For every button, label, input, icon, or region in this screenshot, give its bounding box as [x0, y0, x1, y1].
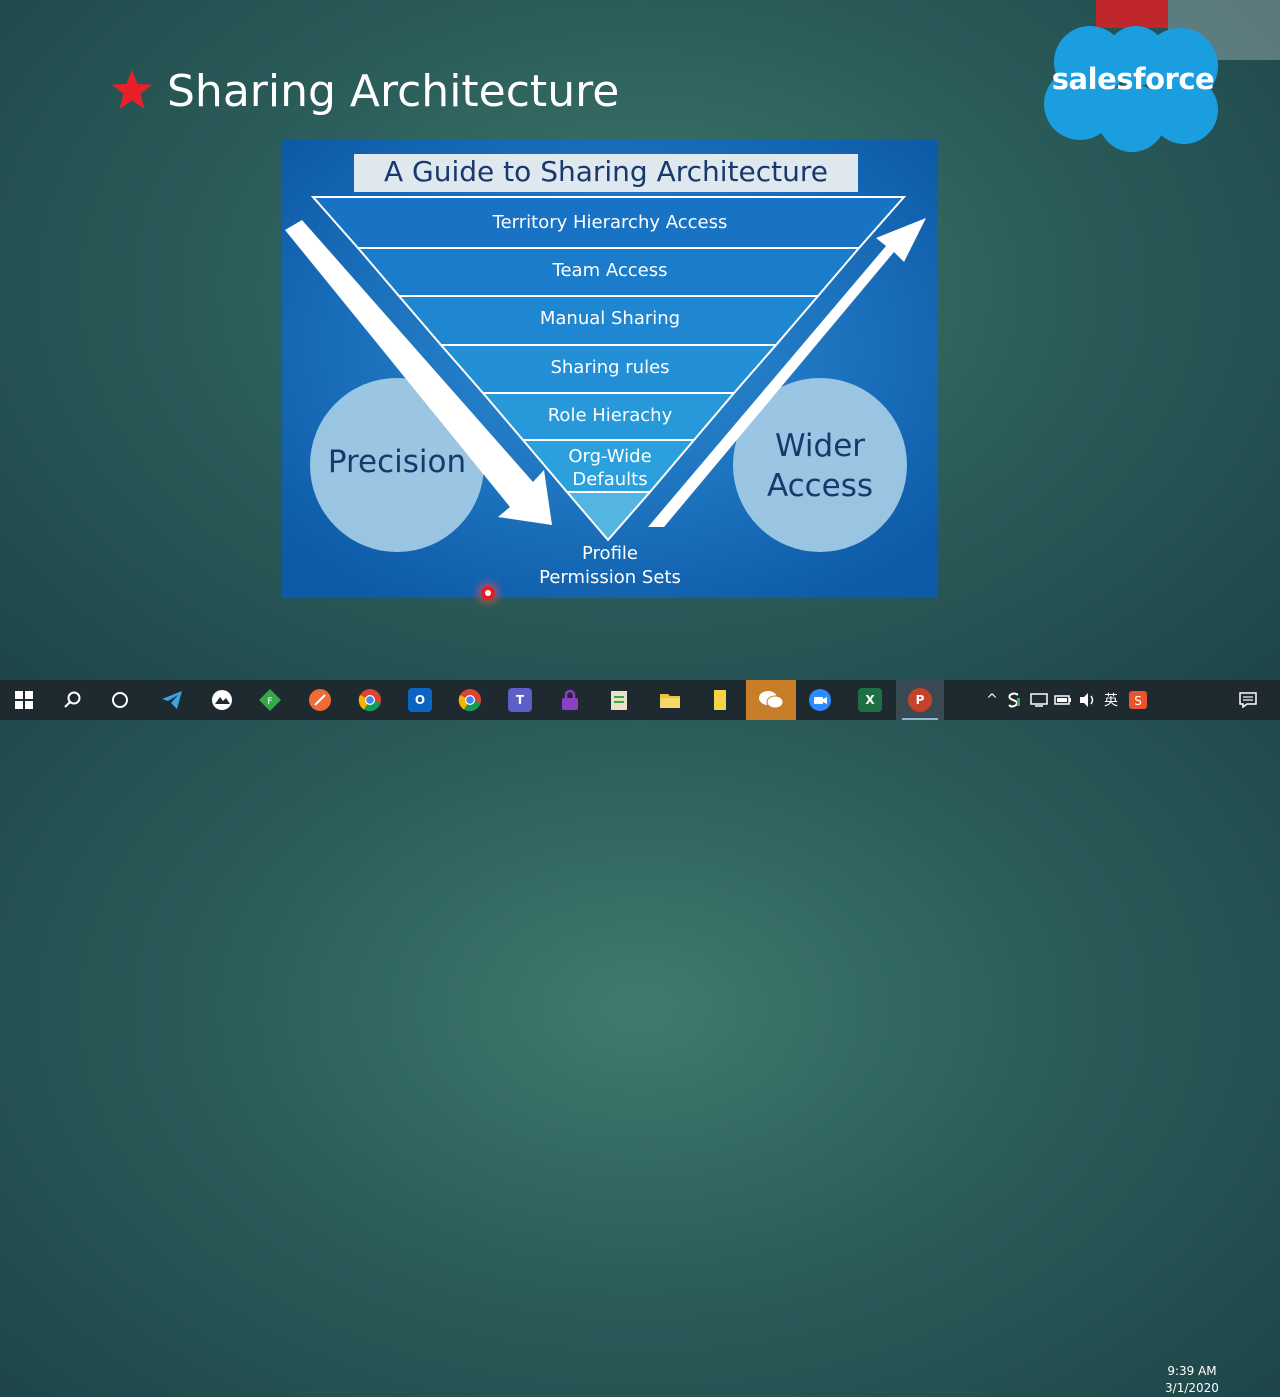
- taskbar-outlook[interactable]: O: [396, 680, 444, 720]
- tray-show-hidden-button[interactable]: ^: [982, 680, 1002, 720]
- layer-shape-tip: [564, 491, 653, 542]
- teams-icon: T: [508, 688, 532, 712]
- tray-s-icon: [1008, 692, 1020, 708]
- layer-role-hierachy: Role Hierachy: [547, 405, 673, 426]
- sogou-input-icon: S: [1129, 691, 1147, 709]
- chevron-up-icon: ^: [986, 692, 998, 708]
- tray-input-method-button[interactable]: 英: [1100, 680, 1122, 720]
- start-icon: [15, 691, 33, 709]
- purple-lock-app-icon: [562, 689, 578, 710]
- wider-access-circle: [733, 378, 907, 552]
- taskbar-zoom[interactable]: [796, 680, 844, 720]
- presentation-slide: Sharing Architecture salesforce: [0, 0, 1280, 680]
- right-up-arrow: [648, 218, 926, 527]
- pointer-highlight: [481, 586, 495, 600]
- layer-manual-sharing: Manual Sharing: [539, 308, 681, 329]
- layer-territory-hierarchy-access: Territory Hierarchy Access: [492, 212, 728, 233]
- chrome-icon: [358, 689, 381, 712]
- cortana-button[interactable]: [96, 680, 144, 720]
- search-button[interactable]: [48, 680, 96, 720]
- layer-org-wide-line1: Org-Wide: [568, 446, 652, 467]
- diagram-heading: A Guide to Sharing Architecture: [384, 155, 828, 188]
- taskbar-notepad-app[interactable]: [596, 680, 644, 720]
- telegram-icon: [162, 691, 182, 709]
- taskbar-telegram[interactable]: [148, 680, 196, 720]
- clock-time: 9:39 AM: [1167, 1364, 1217, 1378]
- tray-network-button[interactable]: [1028, 680, 1050, 720]
- camera-app-icon: [212, 690, 232, 710]
- tray-battery-button[interactable]: [1052, 680, 1074, 720]
- taskbar-chrome[interactable]: [346, 680, 394, 720]
- green-diamond-app-icon: F: [259, 689, 281, 711]
- wechat-icon: [759, 691, 784, 709]
- active-app-indicator: [902, 718, 938, 720]
- powerpoint-icon: P: [908, 688, 932, 712]
- taskbar-wechat[interactable]: [746, 680, 796, 720]
- diagram-heading-banner: [354, 154, 858, 192]
- taskbar-teams[interactable]: T: [496, 680, 544, 720]
- taskbar-orange-app[interactable]: [296, 680, 344, 720]
- salesforce-cloud-logo: [1044, 26, 1218, 152]
- excel-icon: X: [858, 688, 882, 712]
- base-permission-sets-label: Permission Sets: [539, 567, 681, 588]
- start-button[interactable]: [0, 680, 48, 720]
- network-icon: [1030, 693, 1048, 707]
- outlook-icon: O: [408, 688, 432, 712]
- windows-taskbar: F O T: [0, 680, 1280, 1395]
- taskbar-lock-app[interactable]: [546, 680, 594, 720]
- wider-label: Wider: [774, 428, 866, 464]
- taskbar-camera-app[interactable]: [198, 680, 246, 720]
- left-down-arrow: [285, 220, 552, 525]
- tray-app-icon[interactable]: [1004, 680, 1024, 720]
- taskbar-file-explorer[interactable]: [646, 680, 694, 720]
- svg-text:S: S: [1134, 694, 1142, 708]
- notepad-app-icon: [611, 691, 627, 710]
- precision-circle: [310, 378, 484, 552]
- input-method-label: 英: [1104, 693, 1118, 709]
- chrome-icon: [458, 689, 481, 712]
- layer-org-wide-line2: Defaults: [572, 469, 648, 490]
- speaker-icon: [1080, 693, 1094, 707]
- tray-sogou-button[interactable]: S: [1126, 680, 1150, 720]
- layer-sharing-rules: Sharing rules: [550, 357, 670, 378]
- clock-date: 3/1/2020: [1165, 1381, 1219, 1395]
- taskbar-note-app[interactable]: [696, 680, 744, 720]
- battery-icon: [1054, 695, 1071, 705]
- access-label: Access: [766, 468, 874, 504]
- orange-app-icon: [309, 689, 331, 711]
- search-icon: [64, 691, 81, 708]
- slide-title: Sharing Architecture: [167, 66, 620, 117]
- taskbar-excel[interactable]: X: [846, 680, 894, 720]
- taskbar-chrome-2[interactable]: [446, 680, 494, 720]
- layer-team-access: Team Access: [552, 260, 668, 281]
- action-center-button[interactable]: [1236, 680, 1260, 720]
- red-corner-block: [1096, 0, 1168, 28]
- yellow-note-icon: [714, 690, 726, 710]
- notification-icon: [1239, 692, 1257, 708]
- red-star-icon: [112, 70, 152, 109]
- diagram-graphic: [282, 140, 938, 598]
- tray-volume-button[interactable]: [1076, 680, 1098, 720]
- taskbar-clock[interactable]: 9:39 AM 3/1/2020: [1160, 1363, 1224, 1397]
- green-app-letter: F: [267, 697, 272, 707]
- base-profile-label: Profile: [582, 543, 638, 564]
- taskbar-powerpoint[interactable]: P: [896, 680, 944, 720]
- cortana-icon: [112, 692, 128, 708]
- precision-label: Precision: [327, 444, 467, 480]
- taskbar-green-app[interactable]: F: [246, 680, 294, 720]
- file-explorer-icon: [660, 694, 680, 708]
- sharing-architecture-diagram: A Guide to Sharing Architecture Territor…: [282, 140, 938, 598]
- zoom-icon: [809, 689, 831, 711]
- salesforce-logo-text: salesforce: [1051, 62, 1215, 96]
